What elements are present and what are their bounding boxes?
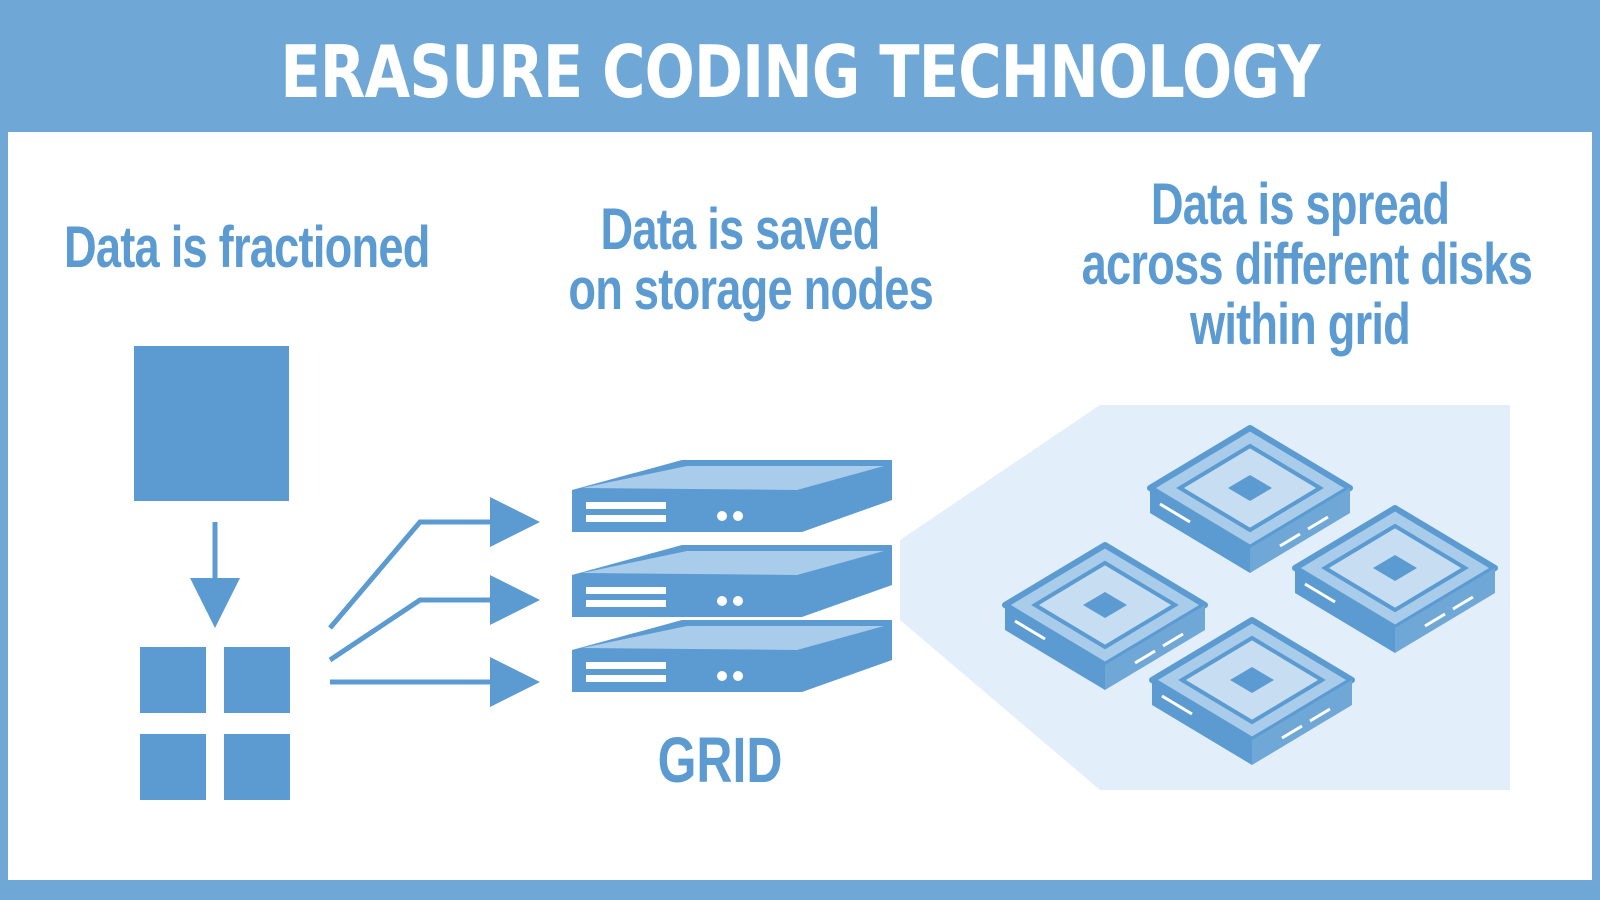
caption-saved-line2: on storage nodes: [568, 257, 933, 322]
page-title: ERASURE CODING TECHNOLOGY: [280, 30, 1320, 114]
grid-projection: [900, 405, 1510, 790]
arrow-icon: [328, 497, 540, 707]
data-block-icon: [134, 346, 289, 501]
grid-label: GRID: [657, 724, 783, 796]
caption-fractioned: Data is fractioned: [64, 215, 430, 280]
server-icon: [572, 460, 892, 692]
caption-spread-line2: across different disks: [1081, 232, 1533, 297]
caption-spread-line3: within grid: [1189, 292, 1411, 357]
caption-saved-line1: Data is saved: [600, 197, 880, 262]
fragment-icon: [140, 647, 290, 800]
caption-spread: Data is spread across different disks wi…: [1081, 172, 1533, 357]
caption-spread-line1: Data is spread: [1150, 172, 1450, 237]
caption-saved: Data is saved on storage nodes: [568, 197, 933, 322]
